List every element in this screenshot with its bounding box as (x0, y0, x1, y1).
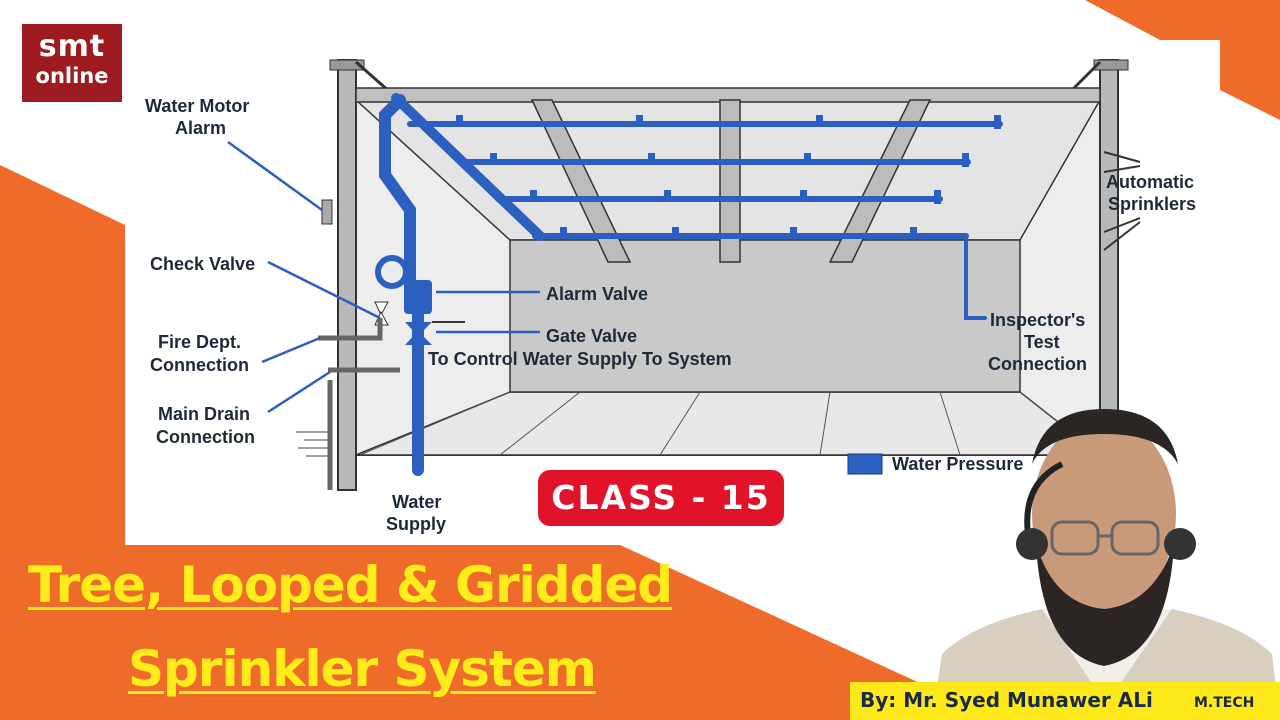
presenter-photo (932, 409, 1280, 720)
label-inspector-3: Connection (988, 354, 1087, 374)
label-water-supply-1: Water (392, 492, 441, 512)
label-control-supply: To Control Water Supply To System (428, 349, 732, 369)
label-water-motor-alarm-2: Alarm (175, 118, 226, 138)
label-fire-dept-1: Fire Dept. (158, 332, 241, 352)
label-gate-valve: Gate Valve (546, 326, 637, 346)
label-automatic-sprinklers-2: Sprinklers (1108, 194, 1196, 214)
label-main-drain-1: Main Drain (158, 404, 250, 424)
logo-line1: smt (38, 29, 106, 64)
label-main-drain-2: Connection (156, 427, 255, 447)
label-water-supply-2: Supply (386, 514, 446, 534)
smt-online-logo: smt online (22, 24, 122, 102)
label-alarm-valve: Alarm Valve (546, 284, 648, 304)
logo-line2: online (35, 64, 109, 88)
label-fire-dept-2: Connection (150, 355, 249, 375)
presenter-name: By: Mr. Syed Munawer ALi (860, 688, 1153, 712)
presenter-degree: M.TECH (1194, 695, 1255, 711)
title-line1: Tree, Looped & Gridded (28, 556, 673, 614)
title-line2: Sprinkler System (128, 640, 597, 698)
class-badge: CLASS - 15 (538, 470, 784, 526)
label-check-valve: Check Valve (150, 254, 255, 274)
label-water-motor-alarm-1: Water Motor (145, 96, 249, 116)
label-inspector-2: Test (1024, 332, 1060, 352)
legend-water-pressure: Water Pressure (892, 454, 1023, 474)
label-automatic-sprinklers-1: Automatic (1106, 172, 1194, 192)
credit-bar: By: Mr. Syed Munawer ALi M.TECH (850, 682, 1280, 720)
label-inspector-1: Inspector's (990, 310, 1085, 330)
